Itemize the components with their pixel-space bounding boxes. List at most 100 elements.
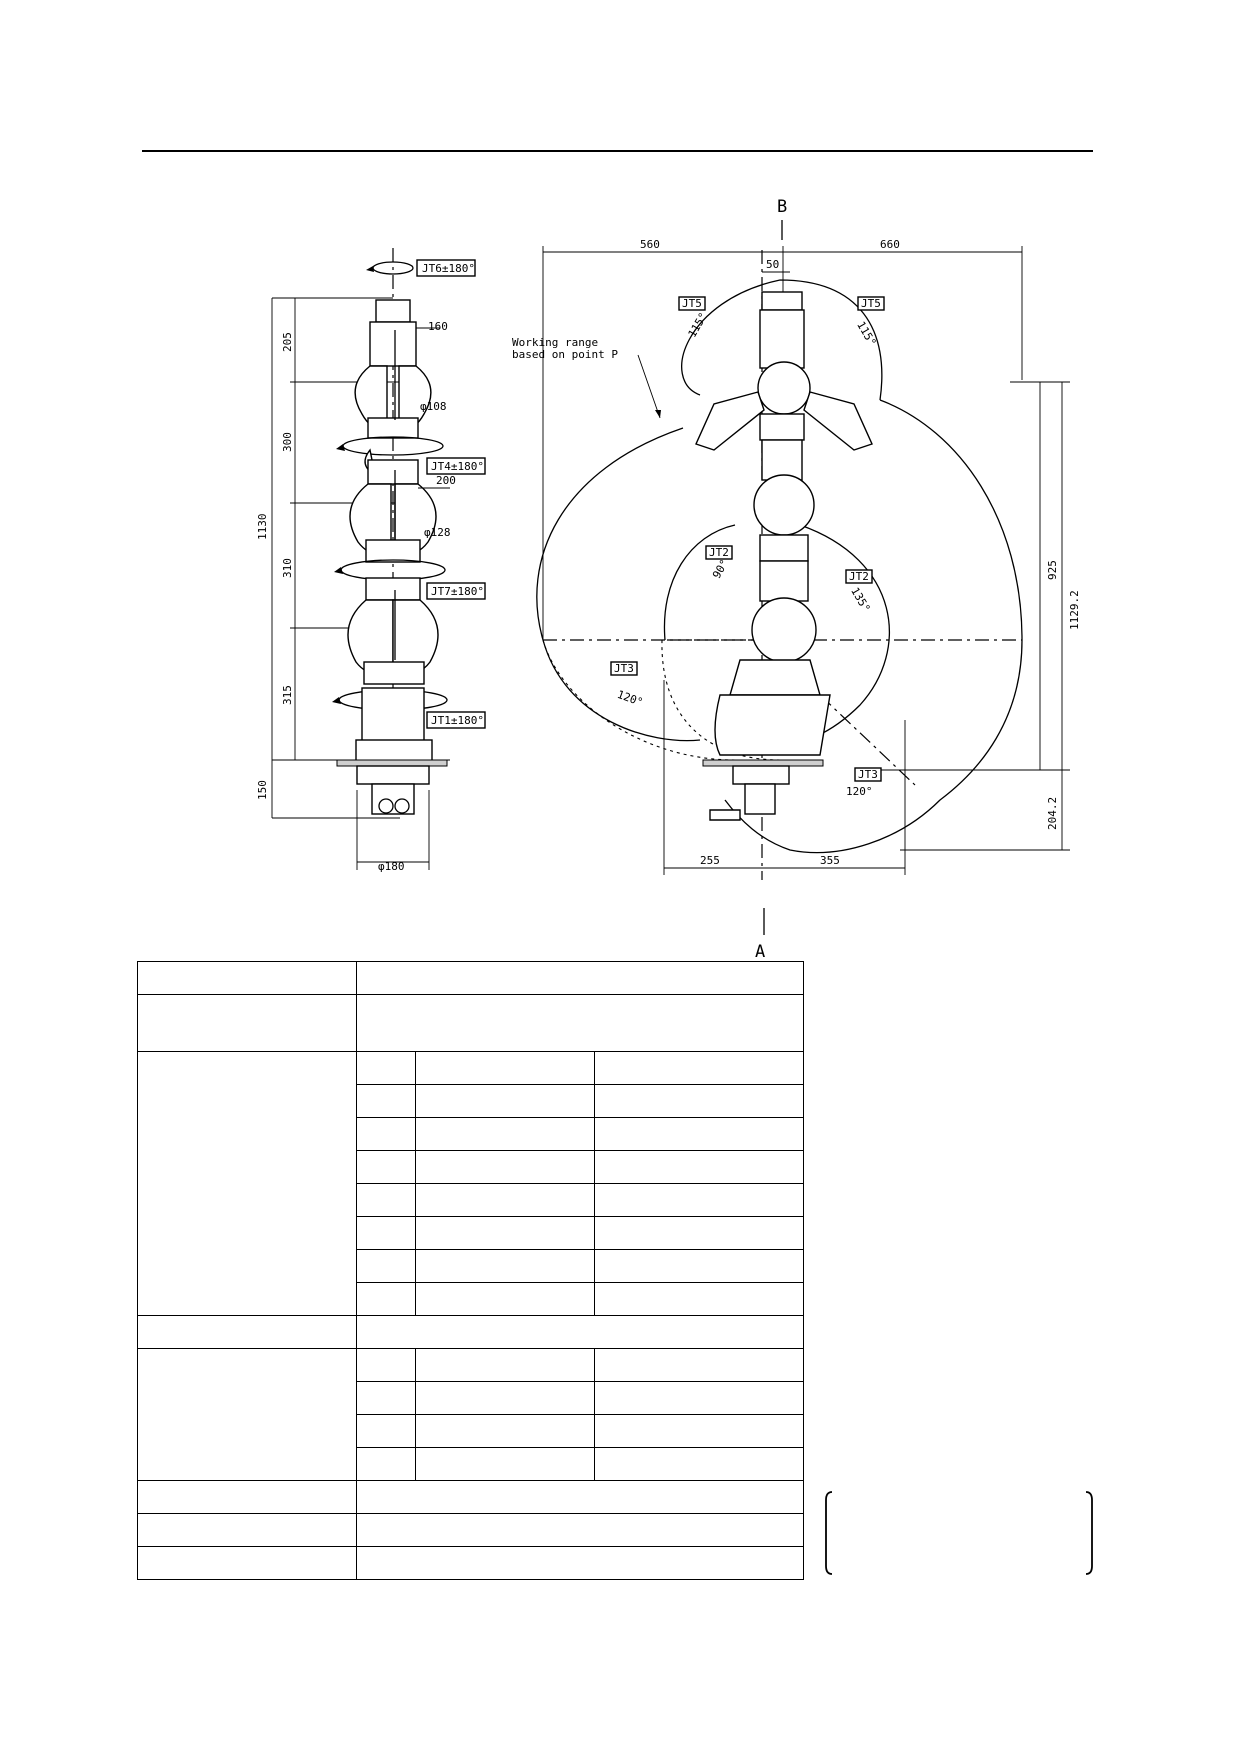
working-range-outline — [536, 399, 1023, 854]
table-value-cell — [356, 1480, 804, 1514]
jt5-right-label: JT5 — [861, 297, 881, 310]
table-row — [137, 1480, 804, 1514]
table-label-cell — [137, 994, 357, 1052]
table-row — [137, 1546, 804, 1580]
table-row — [138, 1183, 804, 1217]
table-sub-cell — [594, 1282, 804, 1316]
table-value-cell — [356, 1513, 804, 1547]
jt4-label: JT4±180° — [431, 460, 484, 473]
table-sub-cell — [415, 1183, 596, 1217]
table-sub-cell — [355, 1414, 417, 1448]
table-sub-cell — [594, 1150, 804, 1184]
table-sub-cell — [594, 1447, 804, 1481]
jt3-right-angle: 120° — [846, 785, 873, 798]
working-range-text-2: based on point P — [512, 348, 618, 361]
table-row — [138, 1117, 804, 1151]
table-sub-cell — [594, 1348, 804, 1382]
table-row — [138, 1414, 804, 1448]
top-rule — [142, 150, 1093, 152]
jt3-left-label: JT3 — [614, 662, 634, 675]
dim-315: 315 — [281, 685, 294, 705]
jt6-label: JT6±180° — [422, 262, 475, 275]
table-sub-cell — [594, 1183, 804, 1217]
table-sub-cell — [355, 1348, 417, 1382]
table-row — [137, 1513, 804, 1547]
table-sub-cell — [355, 1150, 417, 1184]
dim-255: 255 — [700, 854, 720, 867]
table-value-cell — [356, 1315, 804, 1349]
table-row — [138, 1381, 804, 1415]
table-sub-cell — [415, 1348, 596, 1382]
front-view: B A 560 660 50 925 1129.2 20 — [512, 197, 1081, 960]
dia-180: φ180 — [378, 860, 405, 873]
table-row — [138, 1249, 804, 1283]
dim-150: 150 — [256, 780, 269, 800]
jt3-right-label: JT3 — [858, 768, 878, 781]
table-sub-cell — [415, 1249, 596, 1283]
dia-128: φ128 — [424, 526, 451, 539]
dim-300: 300 — [281, 432, 294, 452]
note-bracket-box — [825, 1491, 1093, 1575]
table-sub-cell — [415, 1282, 596, 1316]
table-sub-cell — [415, 1414, 596, 1448]
dim-1129-2: 1129.2 — [1068, 590, 1081, 630]
jt2-right-angle: 135° — [848, 585, 873, 614]
table-sub-cell — [415, 1447, 596, 1481]
jt2-left-angle: 90° — [710, 557, 731, 581]
jt7-label: JT7±180° — [431, 585, 484, 598]
jt2-right-label: JT2 — [849, 570, 869, 583]
jt1-label: JT1±180° — [431, 714, 484, 727]
working-range-text-1: Working range — [512, 336, 598, 349]
side-view: JT6±180° 1130 205 300 310 315 150 — [256, 248, 486, 873]
table-label-cell — [137, 1480, 357, 1514]
dim-205: 205 — [281, 332, 294, 352]
table-sub-cell — [594, 1249, 804, 1283]
table-sub-cell — [355, 1216, 417, 1250]
dim-355: 355 — [820, 854, 840, 867]
table-label-cell — [137, 1051, 357, 1316]
table-sub-cell — [594, 1084, 804, 1118]
table-sub-cell — [594, 1381, 804, 1415]
dim-560: 560 — [640, 238, 660, 251]
dim-660: 660 — [880, 238, 900, 251]
jt5-right-angle: 115° — [854, 319, 879, 348]
dim-1130: 1130 — [256, 514, 269, 541]
view-a-label: A — [755, 942, 765, 960]
table-row — [137, 994, 804, 1052]
table-sub-cell — [355, 1249, 417, 1283]
table-sub-cell — [415, 1216, 596, 1250]
table-value-cell — [356, 1546, 804, 1580]
table-label-cell — [137, 1513, 357, 1547]
table-sub-cell — [415, 1117, 596, 1151]
robot-drawing: JT6±180° 1130 205 300 310 315 150 — [256, 197, 1081, 960]
front-robot-body — [695, 291, 873, 821]
table-label-cell — [137, 1348, 357, 1481]
table-sub-cell — [415, 1150, 596, 1184]
spec-table — [137, 961, 804, 1580]
table-row — [138, 1216, 804, 1250]
table-row — [137, 1315, 804, 1349]
table-sub-cell — [355, 1117, 417, 1151]
dim-200: 200 — [436, 474, 456, 487]
table-label-cell — [137, 1546, 357, 1580]
dia-108: φ108 — [420, 400, 447, 413]
jt2-left-label: JT2 — [709, 546, 729, 559]
side-robot-body — [332, 299, 448, 815]
table-sub-cell — [415, 1381, 596, 1415]
table-sub-cell — [355, 1282, 417, 1316]
jt6-rotation-arrow — [366, 261, 414, 275]
table-label-cell — [137, 961, 357, 995]
table-label-cell — [137, 1315, 357, 1349]
dim-310: 310 — [281, 558, 294, 578]
jt5-left-angle: 115° — [686, 310, 711, 339]
table-row — [137, 1348, 804, 1481]
view-b-label: B — [777, 197, 787, 217]
table-sub-cell — [355, 1381, 417, 1415]
dim-925: 925 — [1046, 560, 1059, 580]
dim-50: 50 — [766, 258, 779, 271]
dim-204-2: 204.2 — [1046, 797, 1059, 830]
table-sub-cell — [355, 1447, 417, 1481]
table-sub-cell — [415, 1084, 596, 1118]
table-sub-cell — [594, 1117, 804, 1151]
table-sub-cell — [594, 1414, 804, 1448]
